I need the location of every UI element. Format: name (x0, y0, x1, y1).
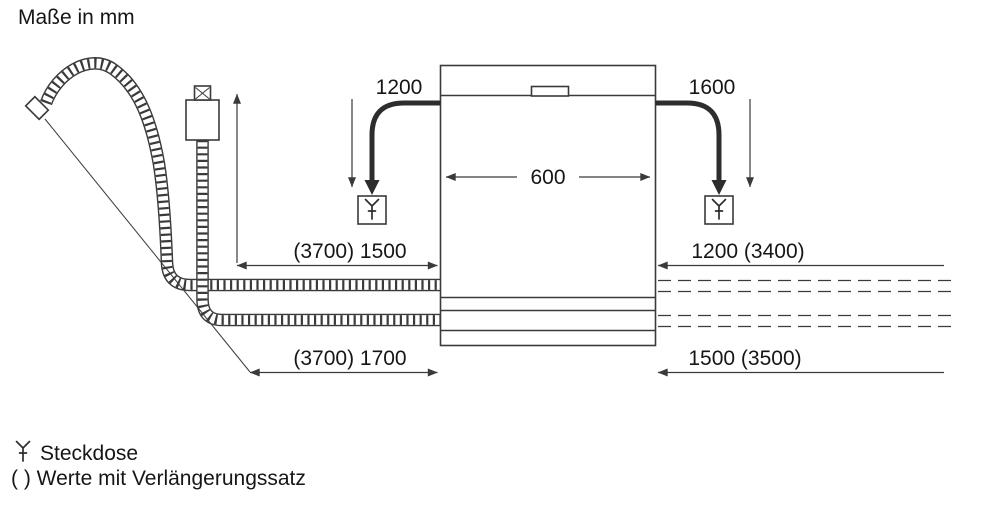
power-socket-left-plug-icon (364, 198, 380, 220)
diagram-title: Maße in mm (18, 6, 135, 29)
power-cord-left-arrow (364, 180, 380, 195)
dimension-width: 600 (445, 166, 651, 189)
supply-hose-corrugation (197, 140, 441, 325)
supply-hose (185, 85, 441, 327)
dimension-upper-left-label: (3700) 1500 (293, 240, 406, 263)
legend: Steckdose ( ) Werte mit Verlängerungssat… (11, 440, 306, 490)
dishwasher (439, 64, 657, 347)
dishwasher-handle (530, 85, 570, 97)
aquastop-box (185, 99, 220, 141)
supply-hose-outline (196, 140, 441, 327)
legend-socket-label: Steckdose (40, 442, 138, 465)
dimension-lower-right-label: 1500 (3500) (688, 347, 801, 370)
power-socket-right-plug-icon (711, 198, 727, 220)
power-cord-right (655, 100, 727, 195)
dimension-lower-left: (3700) 1700 (249, 347, 438, 377)
power-cord-right-path (655, 100, 722, 181)
power-cord-right-arrow (711, 180, 727, 195)
dimension-lower-right: 1500 (3500) (657, 347, 944, 377)
legend-note: ( ) Werte mit Verlängerungssatz (11, 467, 306, 490)
aquastop-fitting-hatch (195, 87, 210, 100)
supply-hose-core (197, 140, 441, 325)
dimension-upper-right: 1200 (3400) (657, 240, 944, 270)
dimension-lower-left-label: (3700) 1700 (293, 347, 406, 370)
power-cord-left-path (369, 100, 441, 181)
drain-hose-end-connector (24, 95, 50, 121)
drain-hose-core (41, 58, 441, 290)
dimension-upper-right-label: 1200 (3400) (691, 240, 804, 263)
leader-line-drain-end (44, 118, 251, 373)
dishwasher-body (439, 64, 657, 347)
dimension-cord-left-label: 1200 (376, 76, 423, 99)
power-cord-left (364, 100, 441, 195)
dimension-cord-right-label: 1600 (689, 76, 736, 99)
power-socket-left (357, 195, 387, 225)
dimension-upper-left: (3700) 1500 (233, 93, 438, 270)
power-socket-right (704, 195, 734, 225)
power-socket-icon (15, 440, 31, 462)
hose-extension-dashes (658, 279, 952, 328)
dimension-width-label: 600 (530, 166, 565, 189)
drain-hose (24, 57, 441, 292)
